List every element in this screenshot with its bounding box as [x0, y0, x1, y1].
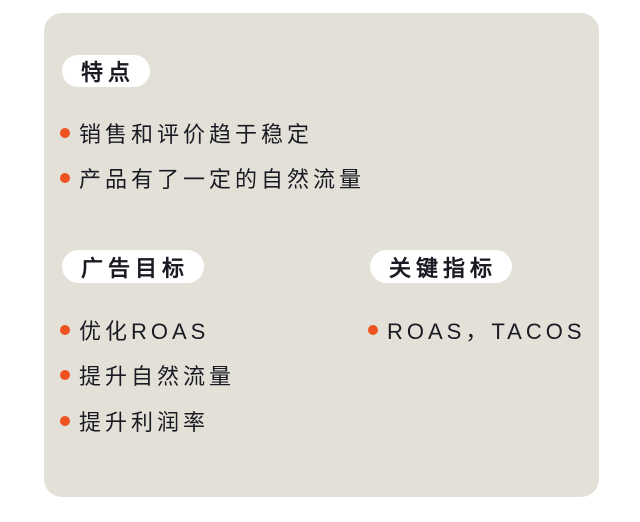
list-item-text: ROAS，TACOS	[387, 318, 586, 344]
lists-row: 优化ROAS 提升自然流量 提升利润率 ROAS，TACOS	[60, 307, 599, 444]
list-item: 提升利润率	[60, 398, 368, 444]
bullet-icon	[60, 370, 70, 381]
list-item-text: 提升自然流量	[79, 364, 236, 390]
key-metrics-badge: 关键指标	[370, 250, 513, 283]
bullet-icon	[60, 415, 70, 426]
list-item-text: 销售和评价趋于稳定	[79, 121, 314, 147]
key-metrics-section: ROAS，TACOS	[368, 307, 599, 444]
list-item-text: 产品有了一定的自然流量	[79, 166, 366, 192]
list-item: 提升自然流量	[60, 353, 368, 399]
badges-row: 广告目标 关键指标	[60, 250, 599, 284]
ad-goal-section: 优化ROAS 提升自然流量 提升利润率	[60, 307, 368, 444]
list-item-text: 优化ROAS	[79, 318, 210, 344]
key-metrics-list: ROAS，TACOS	[368, 307, 599, 353]
bullet-icon	[60, 324, 70, 335]
ad-goal-badge: 广告目标	[62, 250, 205, 283]
list-item: 优化ROAS	[60, 307, 368, 353]
key-metrics-badge-cell: 关键指标	[368, 250, 599, 284]
list-item: 产品有了一定的自然流量	[60, 155, 599, 200]
list-item: ROAS，TACOS	[368, 307, 599, 353]
features-section: 销售和评价趋于稳定 产品有了一定的自然流量	[60, 110, 599, 200]
features-badge-row: 特点	[62, 55, 599, 87]
list-item-text: 提升利润率	[79, 409, 210, 435]
list-item: 销售和评价趋于稳定	[60, 110, 599, 155]
features-list: 销售和评价趋于稳定 产品有了一定的自然流量	[60, 110, 599, 200]
info-card: 特点 销售和评价趋于稳定 产品有了一定的自然流量 广告目标 关键指标	[44, 13, 599, 497]
bullet-icon	[60, 172, 70, 183]
features-badge: 特点	[62, 55, 151, 87]
bullet-icon	[60, 127, 70, 138]
ad-goal-list: 优化ROAS 提升自然流量 提升利润率	[60, 307, 368, 444]
bullet-icon	[368, 324, 378, 335]
ad-goal-badge-cell: 广告目标	[60, 250, 368, 284]
